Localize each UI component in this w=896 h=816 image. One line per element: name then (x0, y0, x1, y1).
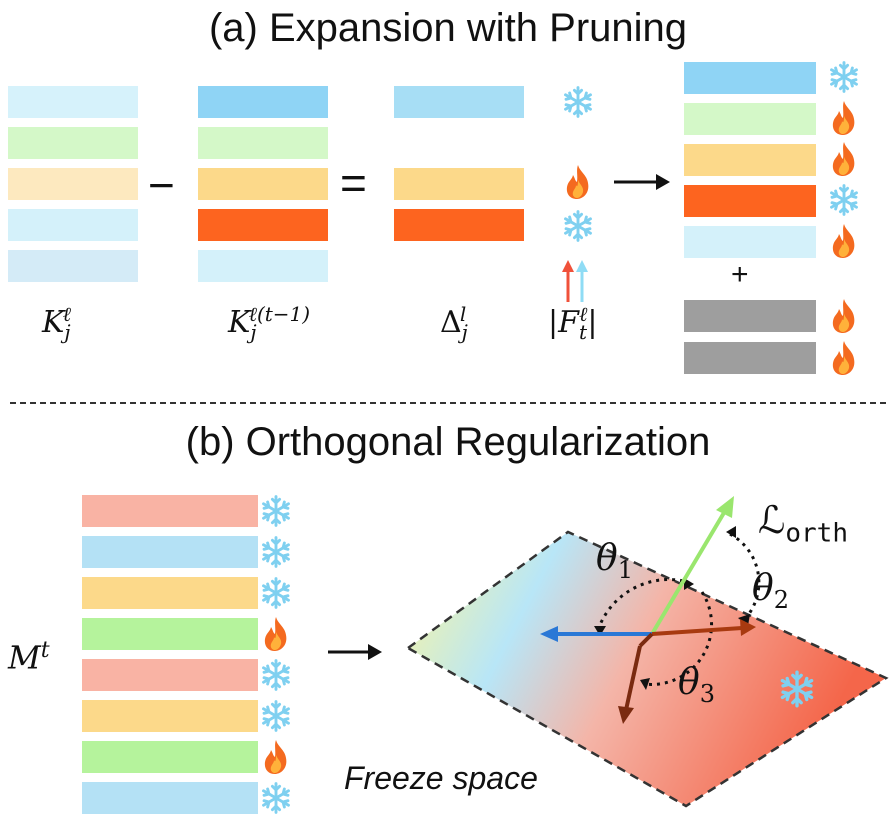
basis-vector-right (651, 626, 743, 636)
result-row (684, 226, 816, 258)
k-prev-label: Kjℓ(t−1) (228, 302, 311, 344)
memory-row (82, 618, 258, 650)
equals-sign: = (340, 157, 367, 209)
theta3-label: θ3 (678, 662, 715, 709)
k-base-row (8, 86, 138, 118)
k-base-row (8, 250, 138, 282)
memory-row (82, 700, 258, 732)
freeze-space-plane (405, 496, 889, 808)
gradient-vector (650, 504, 730, 636)
fisher-label: |Ftℓ| (548, 302, 598, 344)
delta-label: Δjl (440, 302, 468, 344)
fire-icon (826, 298, 862, 334)
result-row (684, 144, 816, 176)
basis-vector-down (624, 645, 642, 711)
theta2-arrowhead-a (726, 526, 736, 538)
snowflake-icon (560, 84, 596, 120)
basis-vector-right-head (740, 619, 756, 636)
k-prev-row (198, 250, 328, 282)
fisher-arrows (562, 260, 588, 302)
k-base-row (8, 209, 138, 241)
panel-b-title: (b) Orthogonal Regularization (185, 420, 711, 464)
plane-snowflake-icon (776, 668, 818, 710)
basis-vector-down-stem (638, 632, 654, 648)
fire-icon (826, 223, 862, 259)
new-row (684, 342, 816, 374)
fire-icon (826, 340, 862, 376)
fire-icon (560, 164, 596, 200)
delta-row (394, 86, 524, 118)
k-base-row (8, 168, 138, 200)
k-prev-row (198, 86, 328, 118)
snowflake-icon (560, 208, 596, 244)
snowflake-icon (826, 182, 862, 218)
basis-vector-down-head (618, 706, 634, 724)
delta-row (394, 168, 524, 200)
loss-label: ℒorth (758, 498, 848, 549)
memory-row (82, 659, 258, 691)
delta-row (394, 209, 524, 241)
k-base-row (8, 127, 138, 159)
panel-a-title: (a) Expansion with Pruning (208, 6, 688, 50)
memory-row (82, 741, 258, 773)
theta1-arrowhead-a (684, 578, 694, 590)
k-base-label: Kjℓ (42, 302, 71, 344)
theta3-arrowhead (640, 678, 650, 690)
k-prev-row (198, 168, 328, 200)
freeze-space-label: Freeze space (344, 760, 538, 796)
fire-icon (826, 141, 862, 177)
gradient-vector-head (716, 496, 734, 518)
result-row (684, 185, 816, 217)
snowflake-icon (826, 59, 862, 95)
memory-row (82, 782, 258, 814)
memory-label: Mt (8, 638, 50, 677)
memory-row (82, 536, 258, 568)
fire-icon (826, 100, 862, 136)
result-row (684, 62, 816, 94)
new-row (684, 300, 816, 332)
expand-arrow (614, 174, 670, 190)
section-divider (10, 402, 886, 404)
theta2-label: θ2 (752, 568, 789, 615)
result-row (684, 103, 816, 135)
theta1-label: θ1 (596, 538, 633, 585)
basis-vector-left-head (540, 626, 558, 642)
memory-arrow (328, 644, 382, 660)
memory-row (82, 577, 258, 609)
minus-sign: − (148, 159, 175, 211)
plane-surface (405, 530, 889, 808)
theta1-arrowhead-b (594, 626, 606, 636)
theta2-arc (729, 532, 761, 622)
memory-row (82, 495, 258, 527)
theta3-arc (643, 591, 713, 686)
plus-sign: + (731, 258, 749, 291)
k-prev-row (198, 209, 328, 241)
k-prev-row (198, 127, 328, 159)
theta1-arc (596, 578, 689, 631)
